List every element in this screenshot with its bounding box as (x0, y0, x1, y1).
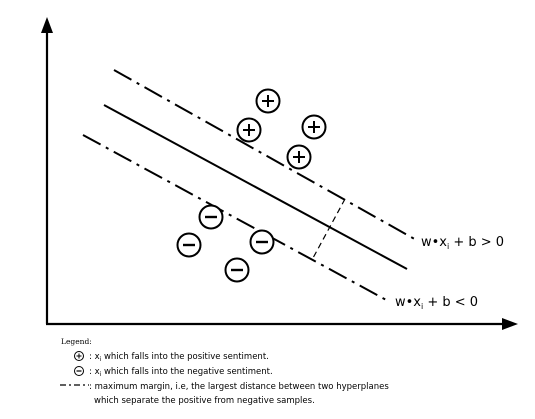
x-axis-arrow-icon (502, 318, 518, 330)
y-axis-arrow-icon (41, 17, 53, 33)
legend-positive-icon (74, 351, 84, 361)
negative-sample-icon (176, 232, 202, 258)
legend: Legend: : xi which falls into the positi… (60, 337, 389, 406)
legend-margin-text: : maximum margin, i.e, the largest dista… (89, 382, 389, 392)
positive-sample-icon (301, 114, 327, 140)
upper-margin-line (113, 69, 419, 242)
legend-positive-text: : xi which falls into the positive senti… (89, 352, 269, 363)
axes (41, 17, 518, 330)
positive-samples (236, 88, 327, 170)
legend-title: Legend: (61, 337, 92, 346)
hyperplanes (82, 69, 419, 303)
negative-sample-icon (198, 204, 224, 230)
negative-samples (176, 204, 275, 283)
positive-sample-icon (255, 88, 281, 114)
decision-boundary-line (103, 104, 408, 270)
margin-width-indicator (312, 198, 346, 259)
legend-negative-icon (74, 366, 84, 376)
lower-margin-line (82, 134, 391, 303)
negative-sample-icon (249, 229, 275, 255)
upper-margin-label: w•xi + b > 0 (421, 235, 504, 251)
lower-margin-label: w•xi + b < 0 (395, 295, 478, 311)
positive-sample-icon (286, 144, 312, 170)
negative-sample-icon (224, 257, 250, 283)
legend-margin-text-continued: which separate the positive from negativ… (94, 396, 315, 406)
positive-sample-icon (236, 117, 262, 143)
legend-negative-text: : xi which falls into the negative senti… (89, 367, 273, 378)
